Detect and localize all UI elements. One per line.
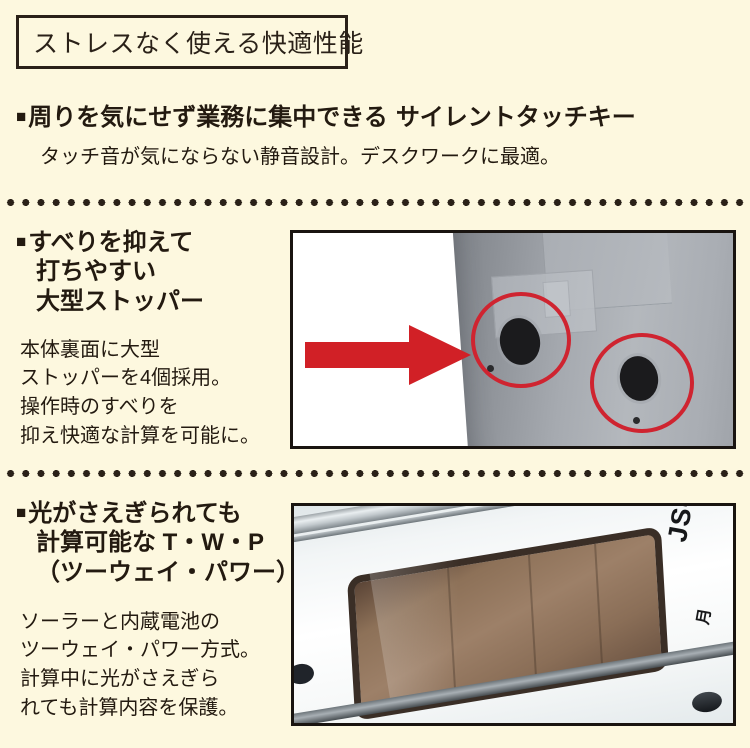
- page-title: ストレスなく使える快適性能: [33, 30, 364, 58]
- cell-divider-2: [528, 554, 538, 685]
- page-title-box: ストレスなく使える快適性能: [16, 15, 363, 69]
- section-twp-body: ソーラーと内蔵電池の ツーウェイ・パワー方式。 計算中に光がさえぎら れても計算…: [0, 608, 750, 722]
- heading-line-3: （ツーウェイ・パワー）: [36, 558, 300, 586]
- section-silent-key-body: タッチ音が気にならない静音設計。デスクワークに最適。: [0, 143, 750, 172]
- body-line: タッチ音が気にならない静音設計。デスクワークに最適。: [40, 146, 560, 169]
- square-bullet-icon: ■: [16, 107, 27, 126]
- photo-inner: [293, 233, 733, 446]
- section-silent-key: ■周りを気にせず業務に集中できるサイレントタッチキー タッチ音が気にならない静音…: [0, 103, 750, 172]
- cell-divider-3: [594, 543, 604, 674]
- heading-line-2: 計算可能な T・W・P: [36, 529, 264, 557]
- body-line: 本体裏面に大型: [20, 338, 160, 361]
- heading-line-1: すべりを抑えて: [28, 229, 194, 256]
- calculator-back-stoppers-photo: [290, 230, 736, 449]
- square-bullet-icon: ■: [16, 503, 27, 522]
- dotted-divider-1: [3, 199, 750, 206]
- section-stopper-body: 本体裏面に大型 ストッパーを4個採用。 操作時のすべりを 抑え快適な計算を可能に…: [0, 336, 750, 450]
- heading-line-2: 打ちやすい: [36, 258, 156, 286]
- photo-inner: JS- 月: [294, 506, 733, 723]
- heading-line-2: サイレントタッチキー: [395, 104, 636, 131]
- heading-line-3: 大型ストッパー: [36, 287, 204, 315]
- section-twp: ■光がさえぎられても 計算可能な T・W・P （ツーウェイ・パワー） ソーラーと…: [0, 499, 750, 722]
- body-line: れても計算内容を保護。: [20, 696, 239, 719]
- body-line: ソーラーと内蔵電池の: [20, 610, 220, 633]
- red-arrow-icon: [305, 325, 471, 385]
- arrow-shaft: [305, 342, 413, 368]
- body-line: 抑え快適な計算を可能に。: [20, 424, 260, 447]
- body-line: 計算中に光がさえぎら: [20, 667, 220, 690]
- solar-panel-photo: JS- 月: [291, 503, 736, 726]
- section-stopper: ■すべりを抑えて 打ちやすい 大型ストッパー 本体裏面に大型 ストッパーを4個採…: [0, 228, 750, 450]
- heading-line-1: 光がさえぎられても: [28, 500, 242, 527]
- highlight-circle-1: [471, 292, 571, 388]
- body-line: ストッパーを4個採用。: [20, 367, 232, 390]
- dotted-divider-2: [3, 470, 750, 477]
- body-line: 操作時のすべりを: [20, 395, 179, 418]
- highlight-circle-2: [590, 333, 694, 433]
- glare-highlight: [369, 551, 519, 701]
- square-bullet-icon: ■: [16, 232, 27, 251]
- section-twp-heading: ■光がさえぎられても 計算可能な T・W・P （ツーウェイ・パワー）: [0, 499, 750, 587]
- heading-line-1: 周りを気にせず業務に集中できる: [28, 104, 388, 131]
- section-stopper-heading: ■すべりを抑えて 打ちやすい 大型ストッパー: [0, 228, 750, 316]
- body-line: ツーウェイ・パワー方式。: [20, 639, 260, 662]
- arrow-head: [409, 325, 471, 385]
- section-silent-key-heading: ■周りを気にせず業務に集中できるサイレントタッチキー: [0, 103, 750, 132]
